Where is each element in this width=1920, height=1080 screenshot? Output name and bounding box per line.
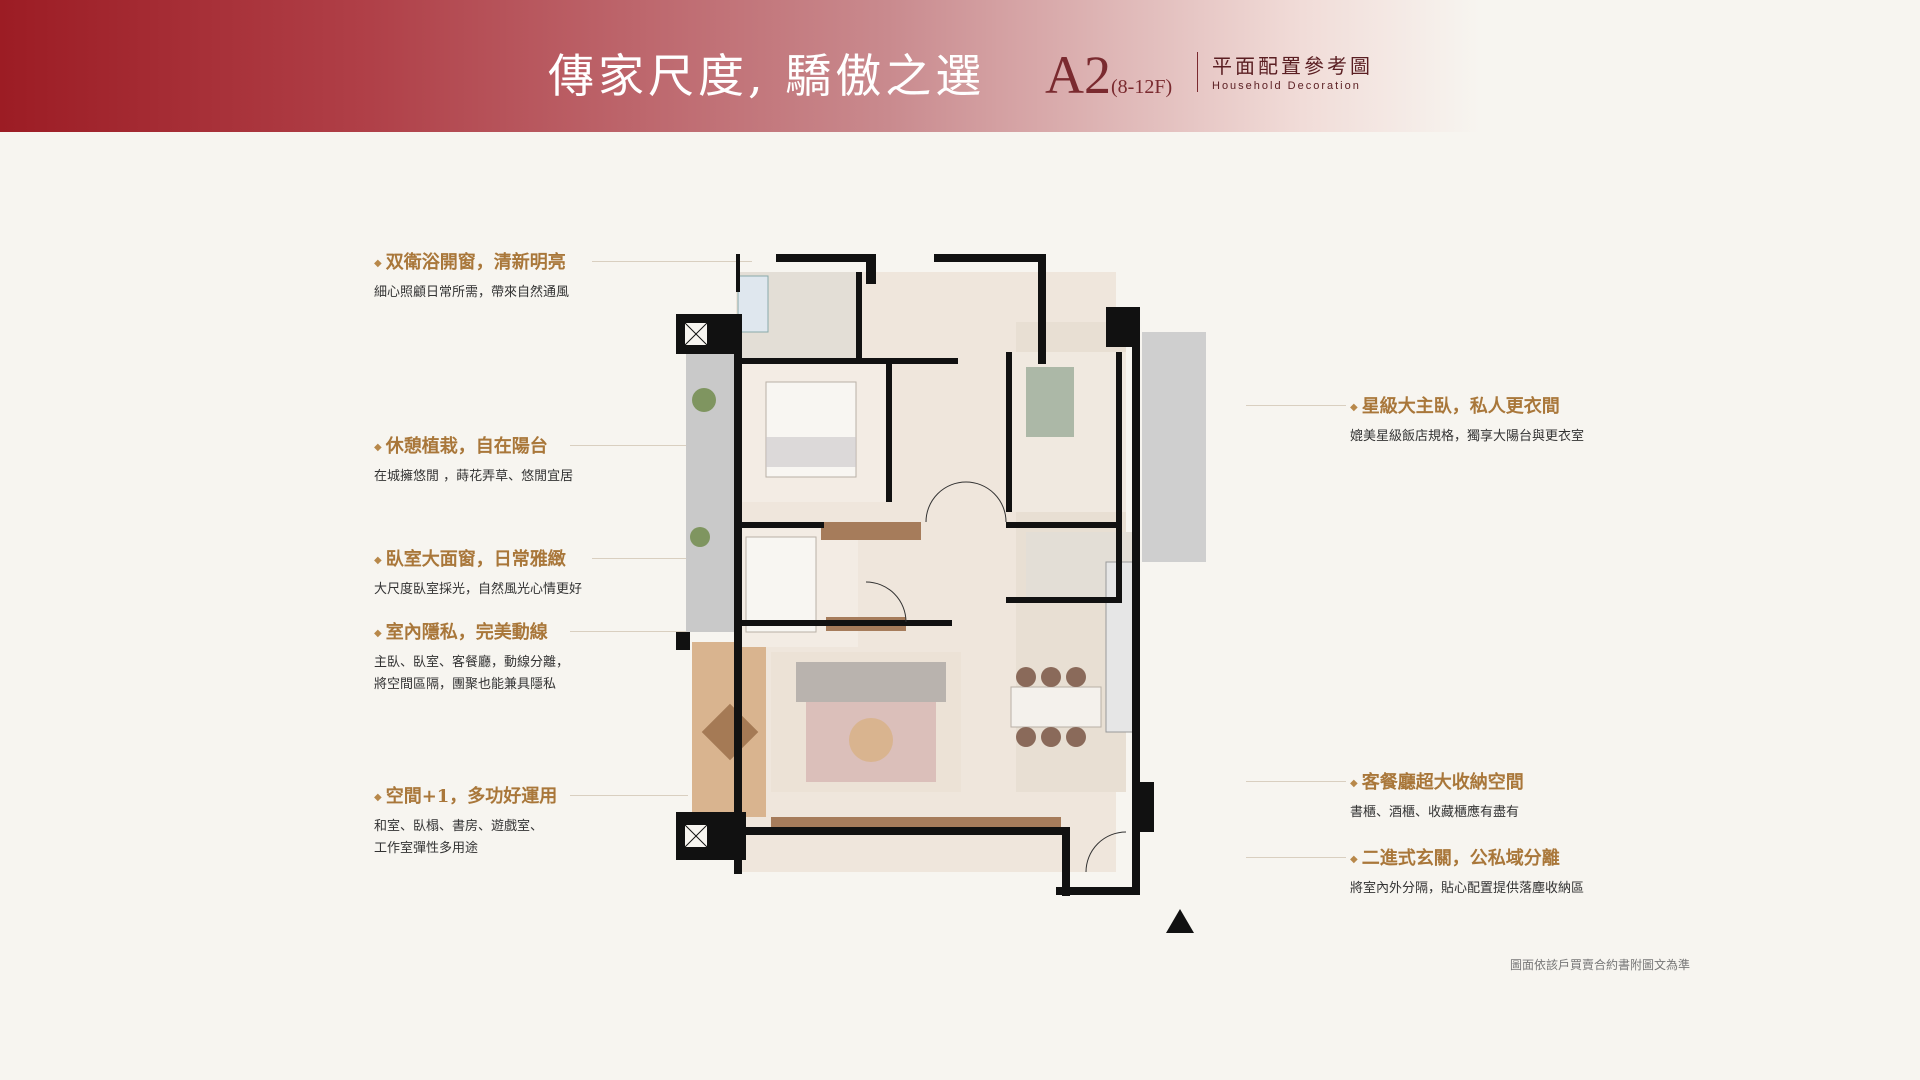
door-swing bbox=[925, 481, 967, 523]
wall-segment bbox=[866, 254, 876, 284]
header-divider bbox=[1197, 52, 1198, 92]
door-swing bbox=[1085, 831, 1127, 873]
wall-segment bbox=[1006, 522, 1116, 528]
walls bbox=[676, 254, 1154, 896]
wall-segment bbox=[736, 254, 740, 292]
feature-desc: 工作室彈性多用途 bbox=[374, 841, 479, 856]
leader-line bbox=[592, 558, 688, 559]
wall-segment bbox=[1116, 352, 1122, 602]
feature-title: 星級大主臥，私人更衣間 bbox=[1361, 396, 1560, 417]
bathtub bbox=[737, 275, 769, 333]
leader-line bbox=[1246, 857, 1346, 858]
wall-segment bbox=[742, 620, 952, 626]
plan-floors: (8-12F) bbox=[1111, 76, 1173, 98]
feature-desc: 媲美星級飯店規格，獨享大陽台與更衣室 bbox=[1350, 429, 1585, 444]
diamond-icon: ◆ bbox=[374, 791, 382, 803]
dining-chair bbox=[1041, 727, 1061, 747]
feature-master-suite: ◆星級大主臥，私人更衣間 媲美星級飯店規格，獨享大陽台與更衣室 bbox=[1350, 392, 1584, 448]
leader-line bbox=[592, 261, 752, 262]
door-swing bbox=[865, 581, 907, 623]
rug-master bbox=[766, 437, 856, 467]
feature-desc: 主臥、臥室、客餐廳，動線分離， bbox=[374, 655, 570, 670]
wall-segment bbox=[1132, 307, 1140, 887]
plan-subtitle: Household Decoration bbox=[1212, 80, 1361, 92]
wardrobe-green bbox=[1026, 367, 1074, 437]
leader-line bbox=[570, 631, 688, 632]
wall-segment bbox=[776, 254, 866, 262]
feature-title: 室內隱私，完美動線 bbox=[385, 622, 548, 643]
feature-desc: 將室內外分隔，貼心配置提供落塵收納區 bbox=[1350, 881, 1585, 896]
plan-title: 平面配置參考圖 bbox=[1212, 54, 1373, 78]
wall-segment bbox=[738, 827, 1068, 835]
desk-counter bbox=[821, 522, 921, 540]
feature-bedroom-window: ◆臥室大面窗，日常雅緻 大尺度臥室採光，自然風光心情更好 bbox=[374, 545, 582, 601]
bed-2 bbox=[745, 536, 817, 633]
feature-storage: ◆客餐廳超大收納空間 書櫃、酒櫃、收藏櫃應有盡有 bbox=[1350, 768, 1524, 824]
wall-segment bbox=[1136, 782, 1154, 832]
diamond-icon: ◆ bbox=[374, 554, 382, 566]
feature-desc: 大尺度臥室採光，自然風光心情更好 bbox=[374, 582, 583, 597]
plant-icon bbox=[690, 527, 710, 547]
feature-title: 二進式玄關，公私域分離 bbox=[1361, 848, 1560, 869]
footnote: 圖面依該戶買賣合約書附圖文為準 bbox=[1510, 958, 1691, 972]
plan-code-letter: A2 bbox=[1045, 45, 1111, 105]
feature-desc: 書櫃、酒櫃、收藏櫃應有盡有 bbox=[1350, 805, 1520, 820]
feature-desc: 在城擁悠閒 ，蒔花弄草、悠閒宜居 bbox=[374, 469, 574, 484]
east-balcony bbox=[1142, 332, 1206, 562]
dining-chair bbox=[1016, 667, 1036, 687]
dining-chair bbox=[1066, 727, 1086, 747]
diamond-icon: ◆ bbox=[374, 257, 382, 269]
leader-line bbox=[570, 795, 688, 796]
feature-entrance: ◆二進式玄關，公私域分離 將室內外分隔，貼心配置提供落塵收納區 bbox=[1350, 844, 1584, 900]
header-banner bbox=[0, 0, 1480, 132]
shaft-cross bbox=[683, 321, 709, 347]
feature-desc: 和室、臥榻、書房、遊戲室、 bbox=[374, 819, 544, 834]
dining-chair bbox=[1066, 667, 1086, 687]
feature-bathrooms: ◆双衛浴開窗，清新明亮 細心照顧日常所需，帶來自然通風 bbox=[374, 248, 569, 304]
wall-segment bbox=[1038, 254, 1046, 364]
feature-title: 双衛浴開窗，清新明亮 bbox=[385, 252, 566, 273]
feature-desc: 細心照顧日常所需，帶來自然通風 bbox=[374, 285, 570, 300]
wall-segment bbox=[676, 632, 690, 650]
dining-chair bbox=[1041, 667, 1061, 687]
wall-segment bbox=[1006, 352, 1012, 512]
wall-segment bbox=[738, 522, 824, 528]
door-swing bbox=[965, 481, 1007, 523]
plan-code: A2(8-12F) bbox=[1045, 44, 1172, 106]
diamond-icon: ◆ bbox=[1350, 777, 1358, 789]
feature-title: 休憩植栽，自在陽台 bbox=[385, 436, 548, 457]
sofa bbox=[796, 662, 946, 702]
feature-title: 臥室大面窗，日常雅緻 bbox=[385, 549, 566, 570]
wall-segment bbox=[1056, 887, 1140, 895]
diamond-icon: ◆ bbox=[1350, 401, 1358, 413]
page-title: 傳家尺度, 驕傲之選 bbox=[548, 49, 986, 103]
wall-segment bbox=[1006, 597, 1122, 603]
coffee-table bbox=[849, 718, 893, 762]
wall-segment bbox=[934, 254, 1044, 262]
feature-privacy: ◆室內隱私，完美動線 主臥、臥室、客餐廳，動線分離， 將空間區隔，團聚也能兼具隱… bbox=[374, 618, 569, 696]
wall-segment bbox=[886, 362, 892, 502]
feature-balcony: ◆休憩植栽，自在陽台 在城擁悠閒 ，蒔花弄草、悠閒宜居 bbox=[374, 432, 573, 488]
entrance-arrow-icon bbox=[1166, 909, 1194, 933]
wall-segment bbox=[856, 272, 862, 362]
shaft-cross bbox=[683, 823, 709, 849]
dining-table bbox=[1010, 686, 1102, 728]
feature-title: 客餐廳超大收納空間 bbox=[1361, 772, 1524, 793]
leader-line bbox=[1246, 405, 1346, 406]
feature-flex-room: ◆空間+1，多功好運用 和室、臥榻、書房、遊戲室、 工作室彈性多用途 bbox=[374, 782, 557, 860]
leader-line bbox=[570, 445, 688, 446]
diamond-icon: ◆ bbox=[1350, 853, 1358, 865]
wall-segment bbox=[738, 358, 958, 364]
feature-title: 空間+1，多功好運用 bbox=[385, 786, 558, 807]
wall-segment bbox=[734, 314, 742, 874]
floor-plan bbox=[676, 254, 1206, 896]
plant-icon bbox=[692, 388, 716, 412]
diamond-icon: ◆ bbox=[374, 441, 382, 453]
diamond-icon: ◆ bbox=[374, 627, 382, 639]
wall-segment bbox=[1062, 827, 1070, 896]
leader-line bbox=[1246, 781, 1346, 782]
feature-desc: 將空間區隔，團聚也能兼具隱私 bbox=[374, 677, 557, 692]
dining-chair bbox=[1016, 727, 1036, 747]
